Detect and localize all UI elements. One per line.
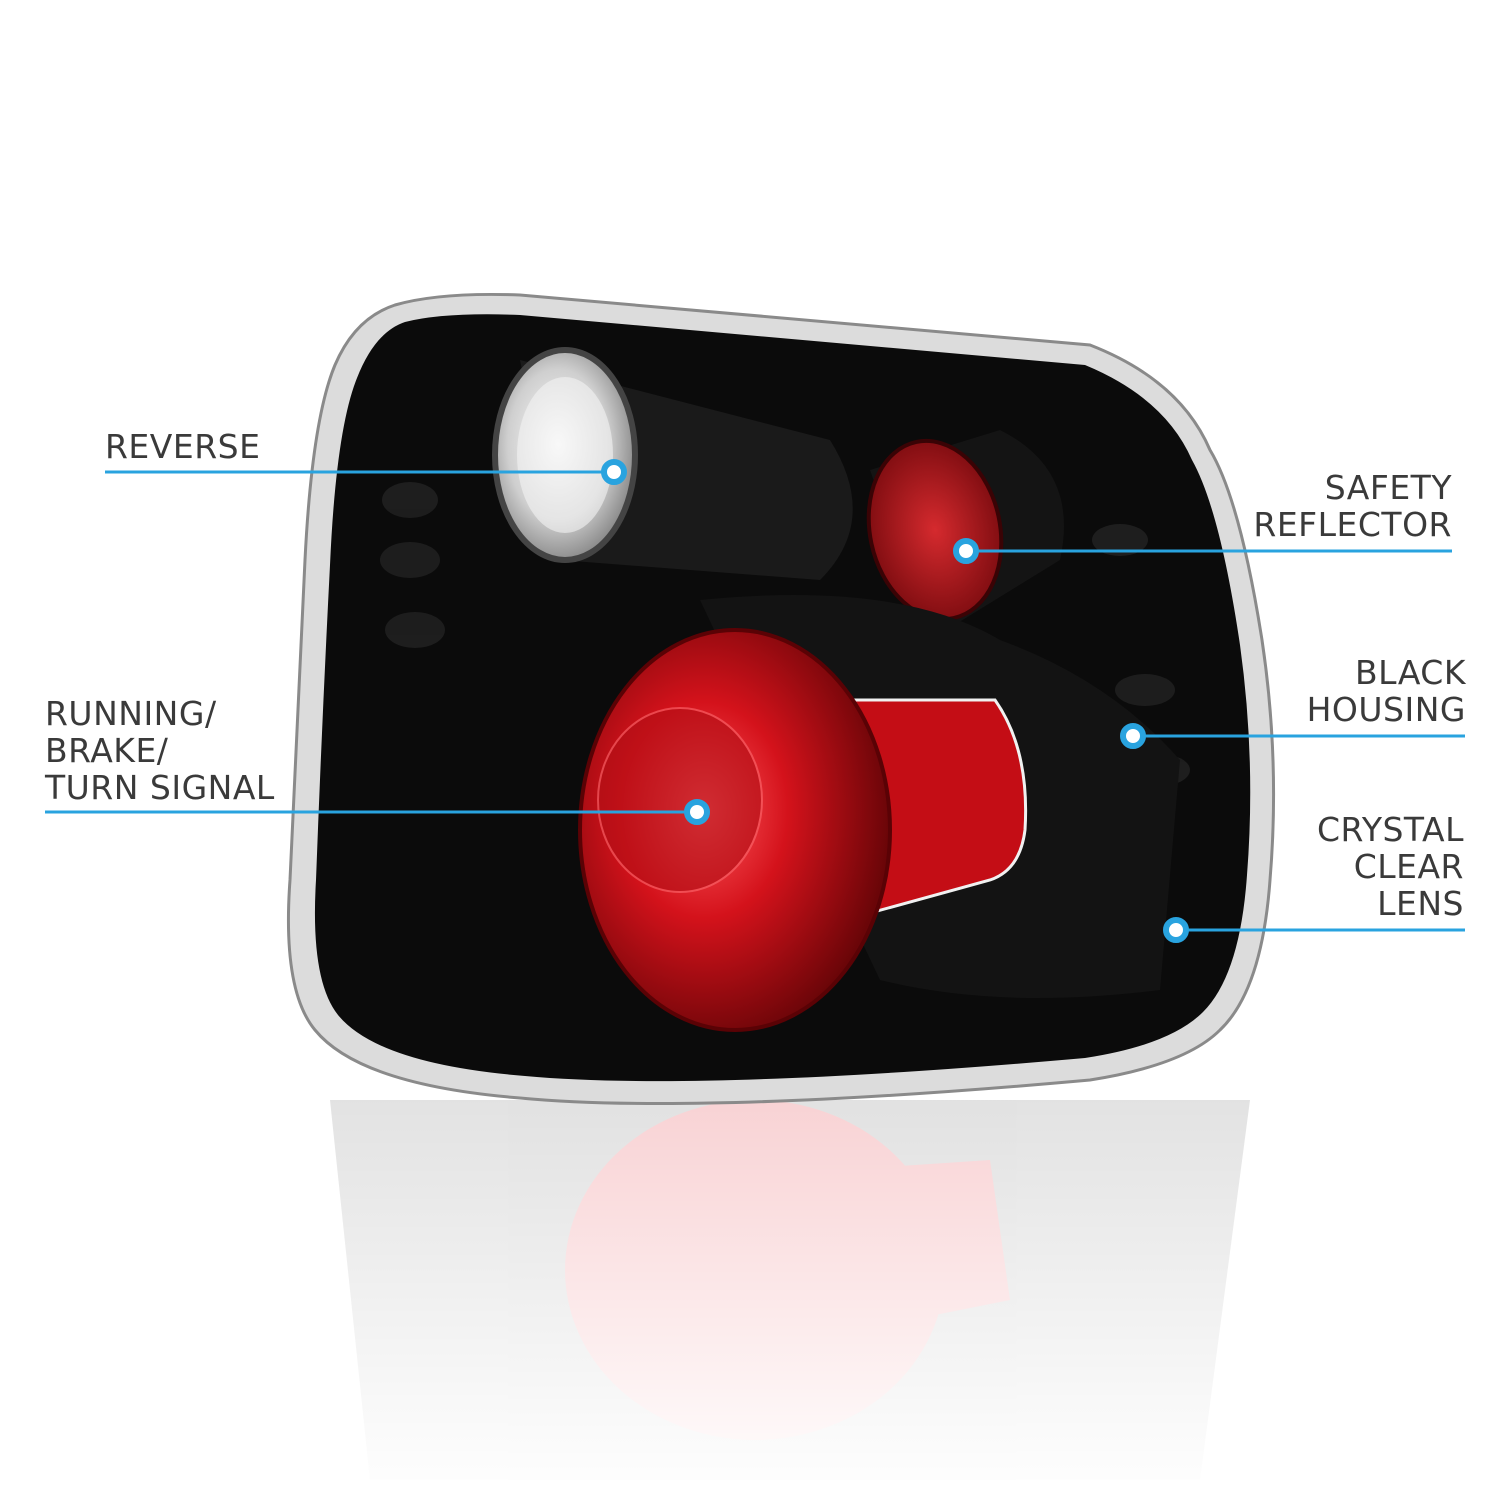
label-black-housing-line-2: HOUSING [1306,690,1466,729]
callout-dot-lens [1163,917,1189,943]
callout-dot-running [684,799,710,825]
callout-dot-reflector [953,538,979,564]
safety-reflector-lens [866,438,1004,622]
label-black-housing: BLACK HOUSING [1307,654,1466,728]
label-safety-reflector: SAFETY REFLECTOR [1253,469,1452,543]
label-safety-reflector-line-2: REFLECTOR [1253,505,1452,544]
label-running-line-2: BRAKE/ [45,731,169,770]
callout-lines [45,470,1465,932]
label-reverse: REVERSE [105,428,260,465]
label-reverse-line-1: REVERSE [105,427,261,466]
label-crystal-line-2: CLEAR [1353,847,1464,886]
callout-dots [601,459,1189,943]
label-crystal-line-1: CRYSTAL [1316,810,1464,849]
label-crystal-line-3: LENS [1377,884,1464,923]
callout-dot-reverse [601,459,627,485]
label-crystal-clear-lens: CRYSTAL CLEAR LENS [1317,811,1464,922]
callout-dot-housing [1120,723,1146,749]
label-running-line-3: TURN SIGNAL [45,768,275,807]
label-running-line-1: RUNNING/ [45,694,217,733]
label-black-housing-line-1: BLACK [1355,653,1466,692]
label-safety-reflector-line-1: SAFETY [1324,468,1452,507]
label-running-brake-turn: RUNNING/ BRAKE/ TURN SIGNAL [45,695,275,806]
